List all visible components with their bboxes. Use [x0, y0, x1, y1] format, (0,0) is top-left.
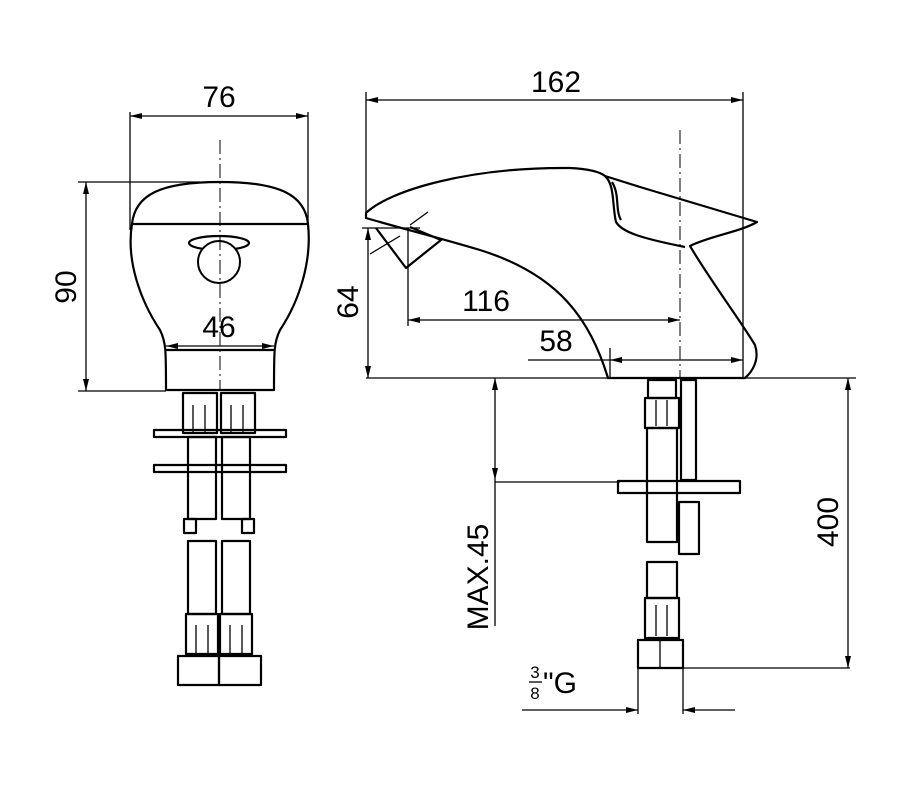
dimension-90-label: 90: [50, 270, 83, 303]
side-fittings: [616, 378, 742, 670]
dimension-400-label: 400: [812, 497, 845, 547]
dimension-64-label: 64: [332, 285, 365, 318]
svg-text:3: 3: [530, 663, 539, 682]
dimension-58-label: 58: [539, 325, 572, 358]
dimension-162-label: 162: [531, 66, 581, 99]
supply-fittings: [152, 391, 288, 687]
side-view: 162 116 58 64 MAX.45 400: [332, 66, 856, 714]
dimension-max45-label: MAX.45: [462, 524, 495, 631]
spout-body: [364, 166, 759, 380]
front-view: 76 90 46: [50, 81, 310, 687]
svg-text:"G: "G: [543, 667, 577, 700]
dimension-116-label: 116: [462, 285, 510, 318]
thread-size-label: 3 8 "G: [529, 663, 577, 703]
lever-handle: [604, 175, 686, 249]
svg-text:8: 8: [530, 684, 539, 703]
dimension-46-label: 46: [202, 311, 235, 344]
aerator: [375, 225, 443, 270]
handle-knob: [197, 240, 241, 284]
dimension-76-label: 76: [202, 81, 235, 114]
